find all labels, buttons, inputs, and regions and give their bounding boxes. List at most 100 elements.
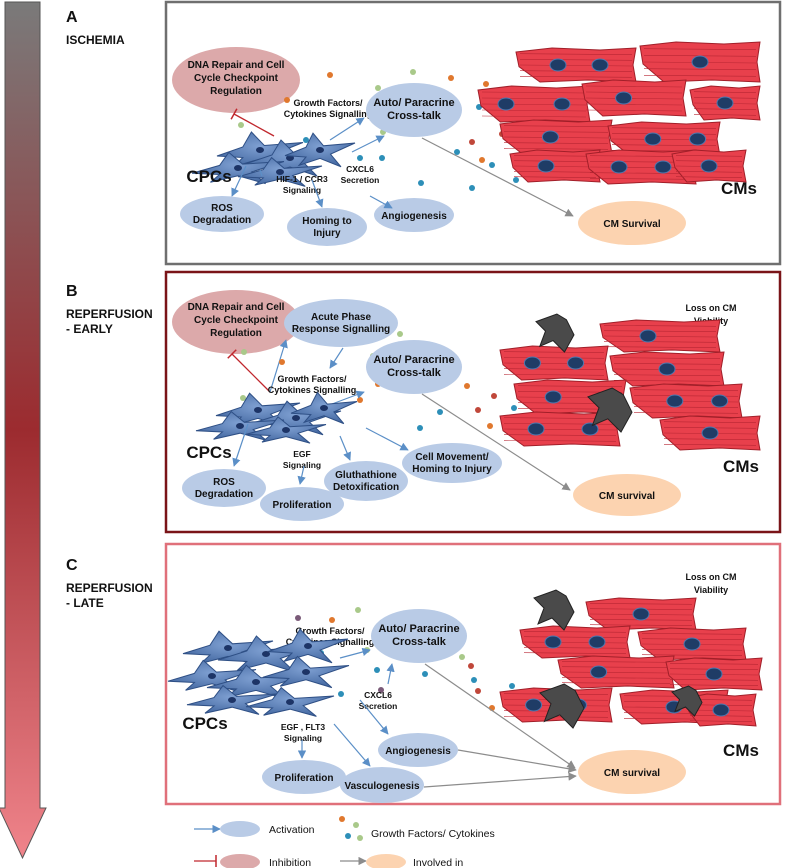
cytokine-dot <box>448 75 454 81</box>
acute-box <box>284 299 398 347</box>
survival-box <box>573 474 681 516</box>
dead-cell <box>535 313 575 353</box>
legend-involved-label: Involved in <box>413 857 463 868</box>
cpc-cell <box>195 410 285 441</box>
cytokine-dot <box>339 816 345 822</box>
cytokine-dot <box>437 409 443 415</box>
cpc-nucleus <box>302 669 310 675</box>
survival-label: CM survival <box>604 768 660 779</box>
cytokine-dot <box>357 155 363 161</box>
cm-nucleus <box>497 97 515 111</box>
inhibition-arrow <box>230 108 275 137</box>
panel-b-letter: B <box>66 283 78 300</box>
cytokine-dot <box>374 667 380 673</box>
cytokine-dot <box>475 688 481 694</box>
dead-cell <box>533 589 575 631</box>
arrow-survival-angio <box>457 749 577 773</box>
cardiomyocyte <box>609 351 725 387</box>
auto-box <box>371 609 467 663</box>
cytokine-dot <box>353 822 359 828</box>
cpc-nucleus <box>254 407 262 413</box>
vasculo-box <box>340 767 424 803</box>
dead-cell <box>539 683 585 729</box>
movement-box <box>402 443 502 483</box>
panel-c-letter: C <box>66 557 78 574</box>
cardiomyocyte <box>689 85 761 121</box>
cardiomyocyte <box>515 47 637 83</box>
cytokine-dot <box>329 617 335 623</box>
cm-nucleus <box>541 130 559 144</box>
legend-inhibition-swatch <box>220 854 260 868</box>
cpcs-label: CPCs <box>186 167 231 186</box>
cm-nucleus <box>525 698 543 712</box>
cytokine-dot <box>459 654 465 660</box>
cm-nucleus <box>544 390 562 404</box>
cm-nucleus <box>691 55 709 69</box>
arrow-ros <box>231 165 247 197</box>
cytokine-dot <box>357 835 363 841</box>
cardiomyocyte <box>685 693 757 727</box>
cardiomyocyte <box>639 41 761 83</box>
cytokine-dot <box>469 139 475 145</box>
cpc-nucleus <box>256 147 264 153</box>
cm-nucleus <box>591 58 609 72</box>
cardiomyocyte <box>499 411 621 447</box>
cm-nucleus <box>705 667 723 681</box>
cpc-cell <box>245 416 327 444</box>
arrow-small <box>259 169 263 177</box>
cytokine-dot <box>418 180 424 186</box>
inhibited-box <box>172 290 300 354</box>
growth-label: Growth Factors/Cytokines Signalling <box>284 98 373 119</box>
cms-label: CMs <box>723 457 759 476</box>
cm-nucleus <box>654 160 672 174</box>
survival-box <box>578 750 686 794</box>
cytokine-dot <box>378 687 384 693</box>
legend-activation-label: Activation <box>269 824 315 836</box>
cm-nucleus <box>666 394 684 408</box>
cpc-cell <box>217 635 315 673</box>
homing-box <box>287 208 367 246</box>
cytokine-dot <box>410 69 416 75</box>
cytokine-dot <box>509 683 515 689</box>
cytokine-dot <box>491 393 497 399</box>
cm-nucleus <box>632 607 650 621</box>
arrow-to-auto <box>339 647 371 659</box>
cytokine-dot <box>357 397 363 403</box>
arrow-from-acute <box>329 347 344 369</box>
cardiomyocyte <box>659 415 761 451</box>
cpc-nucleus <box>236 423 244 429</box>
cpc-nucleus <box>282 427 290 433</box>
cytokine-dot <box>338 691 344 697</box>
cpc-cell <box>284 132 356 168</box>
cms-label: CMs <box>723 741 759 760</box>
growth-label: Growth Factors/Cytokines Signalling <box>268 374 357 395</box>
arrow-secretion <box>351 135 385 153</box>
cm-nucleus <box>689 132 707 146</box>
arrow-angio <box>369 195 393 209</box>
cytokine-dot <box>489 162 495 168</box>
cardiomyocyte <box>499 345 609 381</box>
legend-inhibition-label: Inhibition <box>269 857 311 868</box>
cytokine-dot <box>464 383 470 389</box>
cpc-nucleus <box>292 415 300 421</box>
cpc-nucleus <box>234 165 242 171</box>
cytokine-dot <box>397 331 403 337</box>
cm-nucleus <box>700 159 718 173</box>
cpc-cell <box>245 686 335 717</box>
gluth-box <box>324 461 408 501</box>
cpcs-label: CPCs <box>182 714 227 733</box>
auto-box <box>366 340 462 394</box>
cytokine-dot <box>355 607 361 613</box>
cpc-cell <box>290 391 358 425</box>
cm-nucleus <box>712 703 730 717</box>
cpc-nucleus <box>228 697 236 703</box>
cardiomyocyte <box>519 625 631 659</box>
cytokine-dot <box>479 157 485 163</box>
